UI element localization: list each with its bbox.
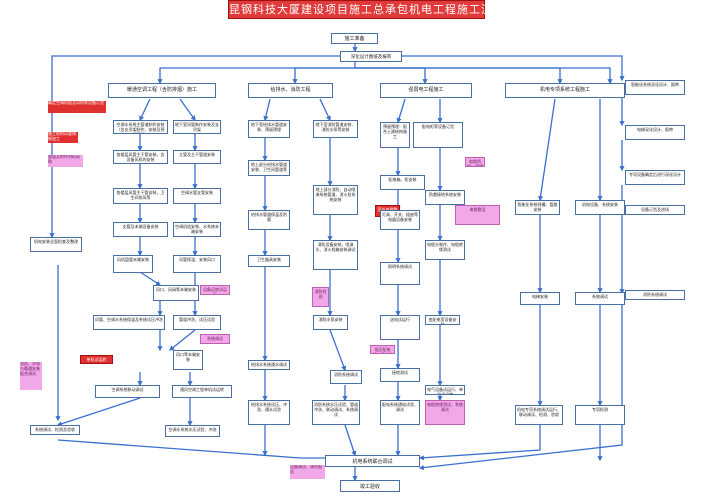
plumb-sanitary: 卫生器具安装 xyxy=(248,255,290,267)
special-final-test: 机电专项系统调试运行、联动调试、检测、验收 xyxy=(515,405,563,425)
elec-tray-note: 电缆桥架、线槽安装 xyxy=(465,157,485,167)
hvac-note-prefab: 施工前的风管预制加工 xyxy=(48,132,78,143)
elec-cabinet: 配电箱、柜安装 xyxy=(380,175,425,190)
special-sys-test: 系统调试 xyxy=(575,292,625,305)
special-elevator: 电梯安装 xyxy=(520,292,560,305)
hvac-water-main: 空调水系统主管道制作安装（含支吊架制作、安装及预留预埋） xyxy=(113,120,168,134)
elec-insulation-test: 电缆绝缘测试、系统调试 xyxy=(425,400,465,425)
hvac-single-run: 通风空调工程单机试运转 xyxy=(172,385,232,398)
elec-power-on: 送电试运行 xyxy=(380,315,420,340)
start-box: 施工准备 xyxy=(331,33,378,44)
elec-substation: 变配电室设备安装 xyxy=(425,315,460,325)
elec-lightning: 防雷接地系统安装 xyxy=(425,190,465,205)
header-electrical: 强弱电工程施工 xyxy=(380,83,472,98)
hvac-terminal: 风口等末端安装 xyxy=(173,350,203,370)
elec-lighting: 灯具、开关、插座等电器设备安装 xyxy=(380,210,420,230)
right-smart-design: 智能化系统深化设计、报审 xyxy=(625,80,685,95)
page-title: 昆钢科技大厦建设项目施工总承包机电工程施工流程图 xyxy=(228,0,516,19)
plumb-fire-test: 消防系统调试 xyxy=(330,370,362,384)
plumb-basement: 地下室给排水管道安装、预留预埋 xyxy=(248,120,290,138)
elec-order: 配电柜等设备订货 xyxy=(413,122,463,148)
hvac-note-equipment: 确定空调机组及风机等设备订货 xyxy=(48,101,106,113)
plumb-pump: 消防水泵安装 xyxy=(313,315,348,330)
deepen-box: 深化设计图纸及报审 xyxy=(340,51,402,62)
elec-lighting-test: 照明系统调试 xyxy=(380,262,420,285)
right-elevator-design: 电梯深化设计、报审 xyxy=(625,125,685,140)
plumb-fire-flush: 消防系统水压试验、管道冲洗、联动调试、系统调试 xyxy=(312,400,360,425)
elec-cable-lay: 电缆敷设 xyxy=(455,205,500,225)
hvac-single-test: 单机试运转 xyxy=(80,355,113,364)
hvac-note-material: 管道及附件材料采购 xyxy=(48,155,83,167)
hvac-floor-duct-2: 各楼层风管主干管安装，卫生间排风等 xyxy=(113,188,168,204)
elec-equip-run: 电气设备试运行、单机试运转 xyxy=(425,385,465,395)
hvac-basement-duct: 地下室风管制作安装及支吊架 xyxy=(173,120,221,134)
hvac-fcu: 风机盘管末端安装 xyxy=(113,255,153,273)
hvac-insulation: 风管保温、安装风口 xyxy=(173,255,221,273)
right-special-design: 专项设备确定后进行深化设计 xyxy=(625,170,685,185)
special-equip: 机电设备、系统安装 xyxy=(575,200,625,215)
hvac-system-insul: 风管、空调水系统保温及系统试压冲洗 xyxy=(93,315,165,330)
hvac-ahu: 空调机组安装、水系统末端安装 xyxy=(173,222,221,237)
final-acceptance: 竣工验收 xyxy=(340,480,400,492)
hvac-joint-test: 空调系统联动调试 xyxy=(95,385,160,398)
hvac-branch-pipe: 空调水管支管安装 xyxy=(173,188,221,204)
plumb-fire-basement: 地下室消防管道安装、消防水泵等安装 xyxy=(313,120,358,138)
header-special: 机电专项系统工程施工 xyxy=(505,83,625,98)
right-fire-test: 消防系统调试 xyxy=(625,290,685,300)
hvac-flush: 管道冲洗、试压试验 xyxy=(173,315,221,330)
hvac-pressure-test: 空调水系统水压试验、冲洗 xyxy=(165,425,220,437)
plumb-fire-equip: 消防设备安装，喷淋头、消火栓箱安装调试 xyxy=(313,240,358,270)
hvac-floor-duct: 各楼层风管主干管安装，含设备风机的安装 xyxy=(113,150,168,164)
elec-embed: 预留预埋：配合土建结构施工 xyxy=(380,122,410,148)
header-hvac: 暖通空调工程（含防排烟）施工 xyxy=(108,83,216,98)
hvac-trial-run: 设备运转试运行 xyxy=(200,285,230,295)
hvac-riser: 立管及主干管道安装 xyxy=(173,150,221,164)
elec-ground-test: 接地测试 xyxy=(380,368,420,382)
plumb-pressure: 给排水系统试压、冲洗、通水试验 xyxy=(248,400,290,425)
special-smart-tray: 智能化系统线槽、管路安装 xyxy=(515,200,560,215)
hvac-branch-end: 支管及末端设备安装 xyxy=(113,222,168,237)
plumb-water-test: 给排水系统通水调试 xyxy=(248,360,290,370)
plumb-above-ground: 地上部分给排水管道安装、卫生间管道等 xyxy=(248,160,290,176)
plumb-sprinkler: 地上部分消防、自动喷淋系统管道、消火栓系统安装 xyxy=(313,185,358,215)
plumb-insulation: 给排水管道保温及防腐 xyxy=(248,210,290,230)
header-plumbing: 给排水、消防工程 xyxy=(248,83,333,98)
elec-low-volt: 低压配电柜、柜安装 xyxy=(370,345,395,354)
right-order: 设备订货及进场 xyxy=(625,205,685,215)
left-test: 系统调试、检测及验收 xyxy=(30,425,80,435)
hvac-sys-test: 系统调试 xyxy=(200,334,230,344)
hvac-outlets: 风口、风阀等末端安装 xyxy=(153,285,199,301)
left-coord-note: 消防、水电与暖通安装配合调试 xyxy=(20,362,42,390)
bottom-note-report: 设备调试、调试报告 xyxy=(290,465,325,479)
special-inspect: 专项检测 xyxy=(575,405,625,425)
joint-commission: 机电系统联合调试 xyxy=(325,455,420,467)
left-inspect: 机电安装全面检查及整改 xyxy=(30,237,82,252)
plumb-fire-inspect: 消防检测 xyxy=(312,287,329,307)
elec-power-test: 配电系统通电试验、调试 xyxy=(380,400,420,425)
elec-cable-head: 电缆头制作、电缆绝缘测试 xyxy=(425,240,465,260)
